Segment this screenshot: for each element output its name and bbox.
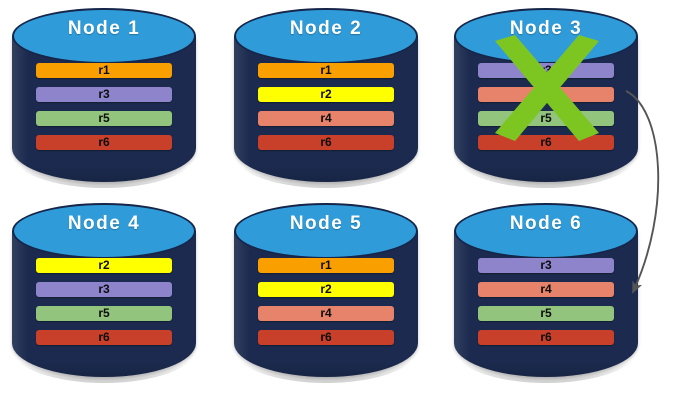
record-bar[interactable]: r2: [36, 258, 172, 273]
cylinder-top-ellipse: [454, 8, 638, 64]
record-list: r1 r2 r4 r6: [258, 258, 394, 345]
record-bar[interactable]: r4: [258, 111, 394, 126]
record-bar[interactable]: r5: [36, 306, 172, 321]
record-list: r3 r4 r5 r6: [478, 258, 614, 345]
record-bar[interactable]: r6: [36, 330, 172, 345]
record-bar[interactable]: r6: [478, 135, 614, 150]
record-bar[interactable]: r3: [478, 63, 614, 78]
record-bar[interactable]: r6: [36, 135, 172, 150]
record-list: r1 r2 r4 r6: [258, 63, 394, 150]
record-bar[interactable]: r5: [478, 111, 614, 126]
record-bar[interactable]: r5: [36, 111, 172, 126]
record-bar[interactable]: r4: [478, 87, 614, 102]
cylinder-top-ellipse: [234, 203, 418, 259]
record-bar[interactable]: r4: [258, 306, 394, 321]
cylinder-top-ellipse: [12, 8, 196, 64]
record-bar[interactable]: r1: [36, 63, 172, 78]
record-bar[interactable]: r1: [258, 258, 394, 273]
record-bar[interactable]: r3: [36, 282, 172, 297]
record-bar[interactable]: r3: [478, 258, 614, 273]
cylinder-top-ellipse: [454, 203, 638, 259]
record-bar[interactable]: r6: [258, 330, 394, 345]
cylinder-top-ellipse: [234, 8, 418, 64]
record-list: r2 r3 r5 r6: [36, 258, 172, 345]
record-bar[interactable]: r6: [478, 330, 614, 345]
record-list: r3 r4 r5 r6: [478, 63, 614, 150]
record-bar[interactable]: r3: [36, 87, 172, 102]
record-bar[interactable]: r4: [478, 282, 614, 297]
record-list: r1 r3 r5 r6: [36, 63, 172, 150]
record-bar[interactable]: r6: [258, 135, 394, 150]
record-bar[interactable]: r2: [258, 87, 394, 102]
record-bar[interactable]: r5: [478, 306, 614, 321]
record-bar[interactable]: r1: [258, 63, 394, 78]
cylinder-top-ellipse: [12, 203, 196, 259]
record-bar[interactable]: r2: [258, 282, 394, 297]
